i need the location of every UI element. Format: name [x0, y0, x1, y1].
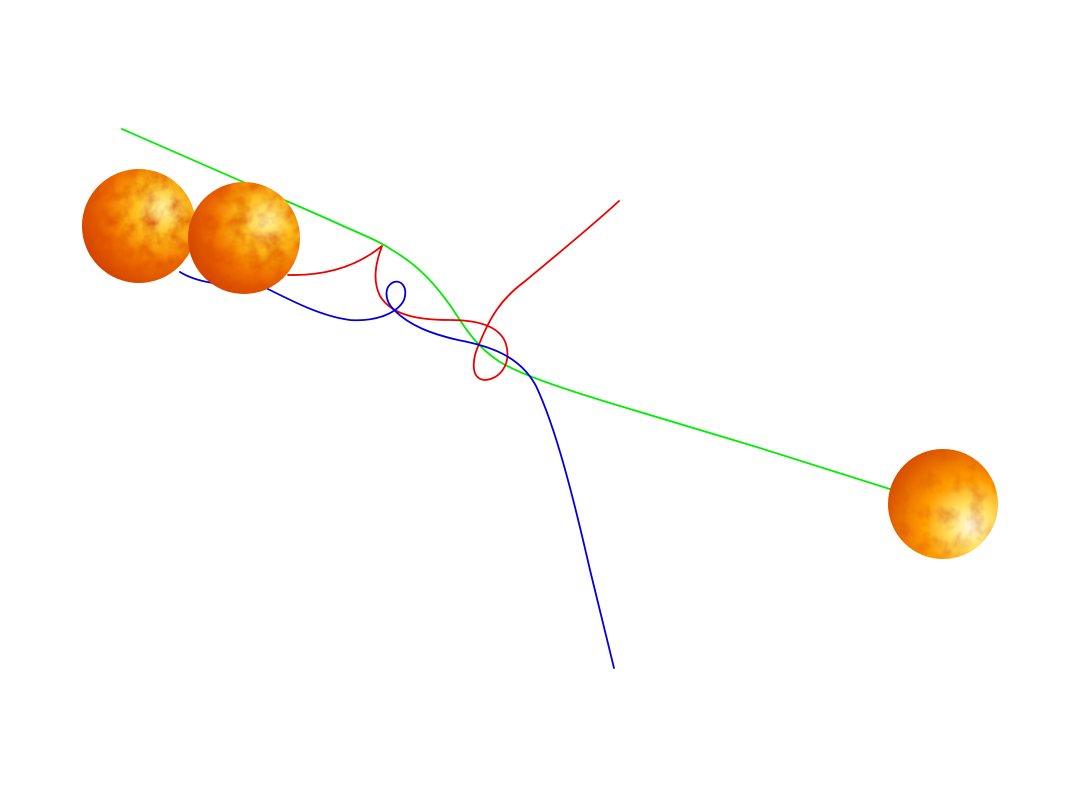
- green-trajectory: [121, 128, 894, 491]
- blue-trajectory: [179, 271, 615, 669]
- star-right: [888, 449, 998, 559]
- star-middle: [188, 182, 300, 294]
- star-left: [82, 169, 196, 283]
- red-trajectory: [287, 200, 620, 381]
